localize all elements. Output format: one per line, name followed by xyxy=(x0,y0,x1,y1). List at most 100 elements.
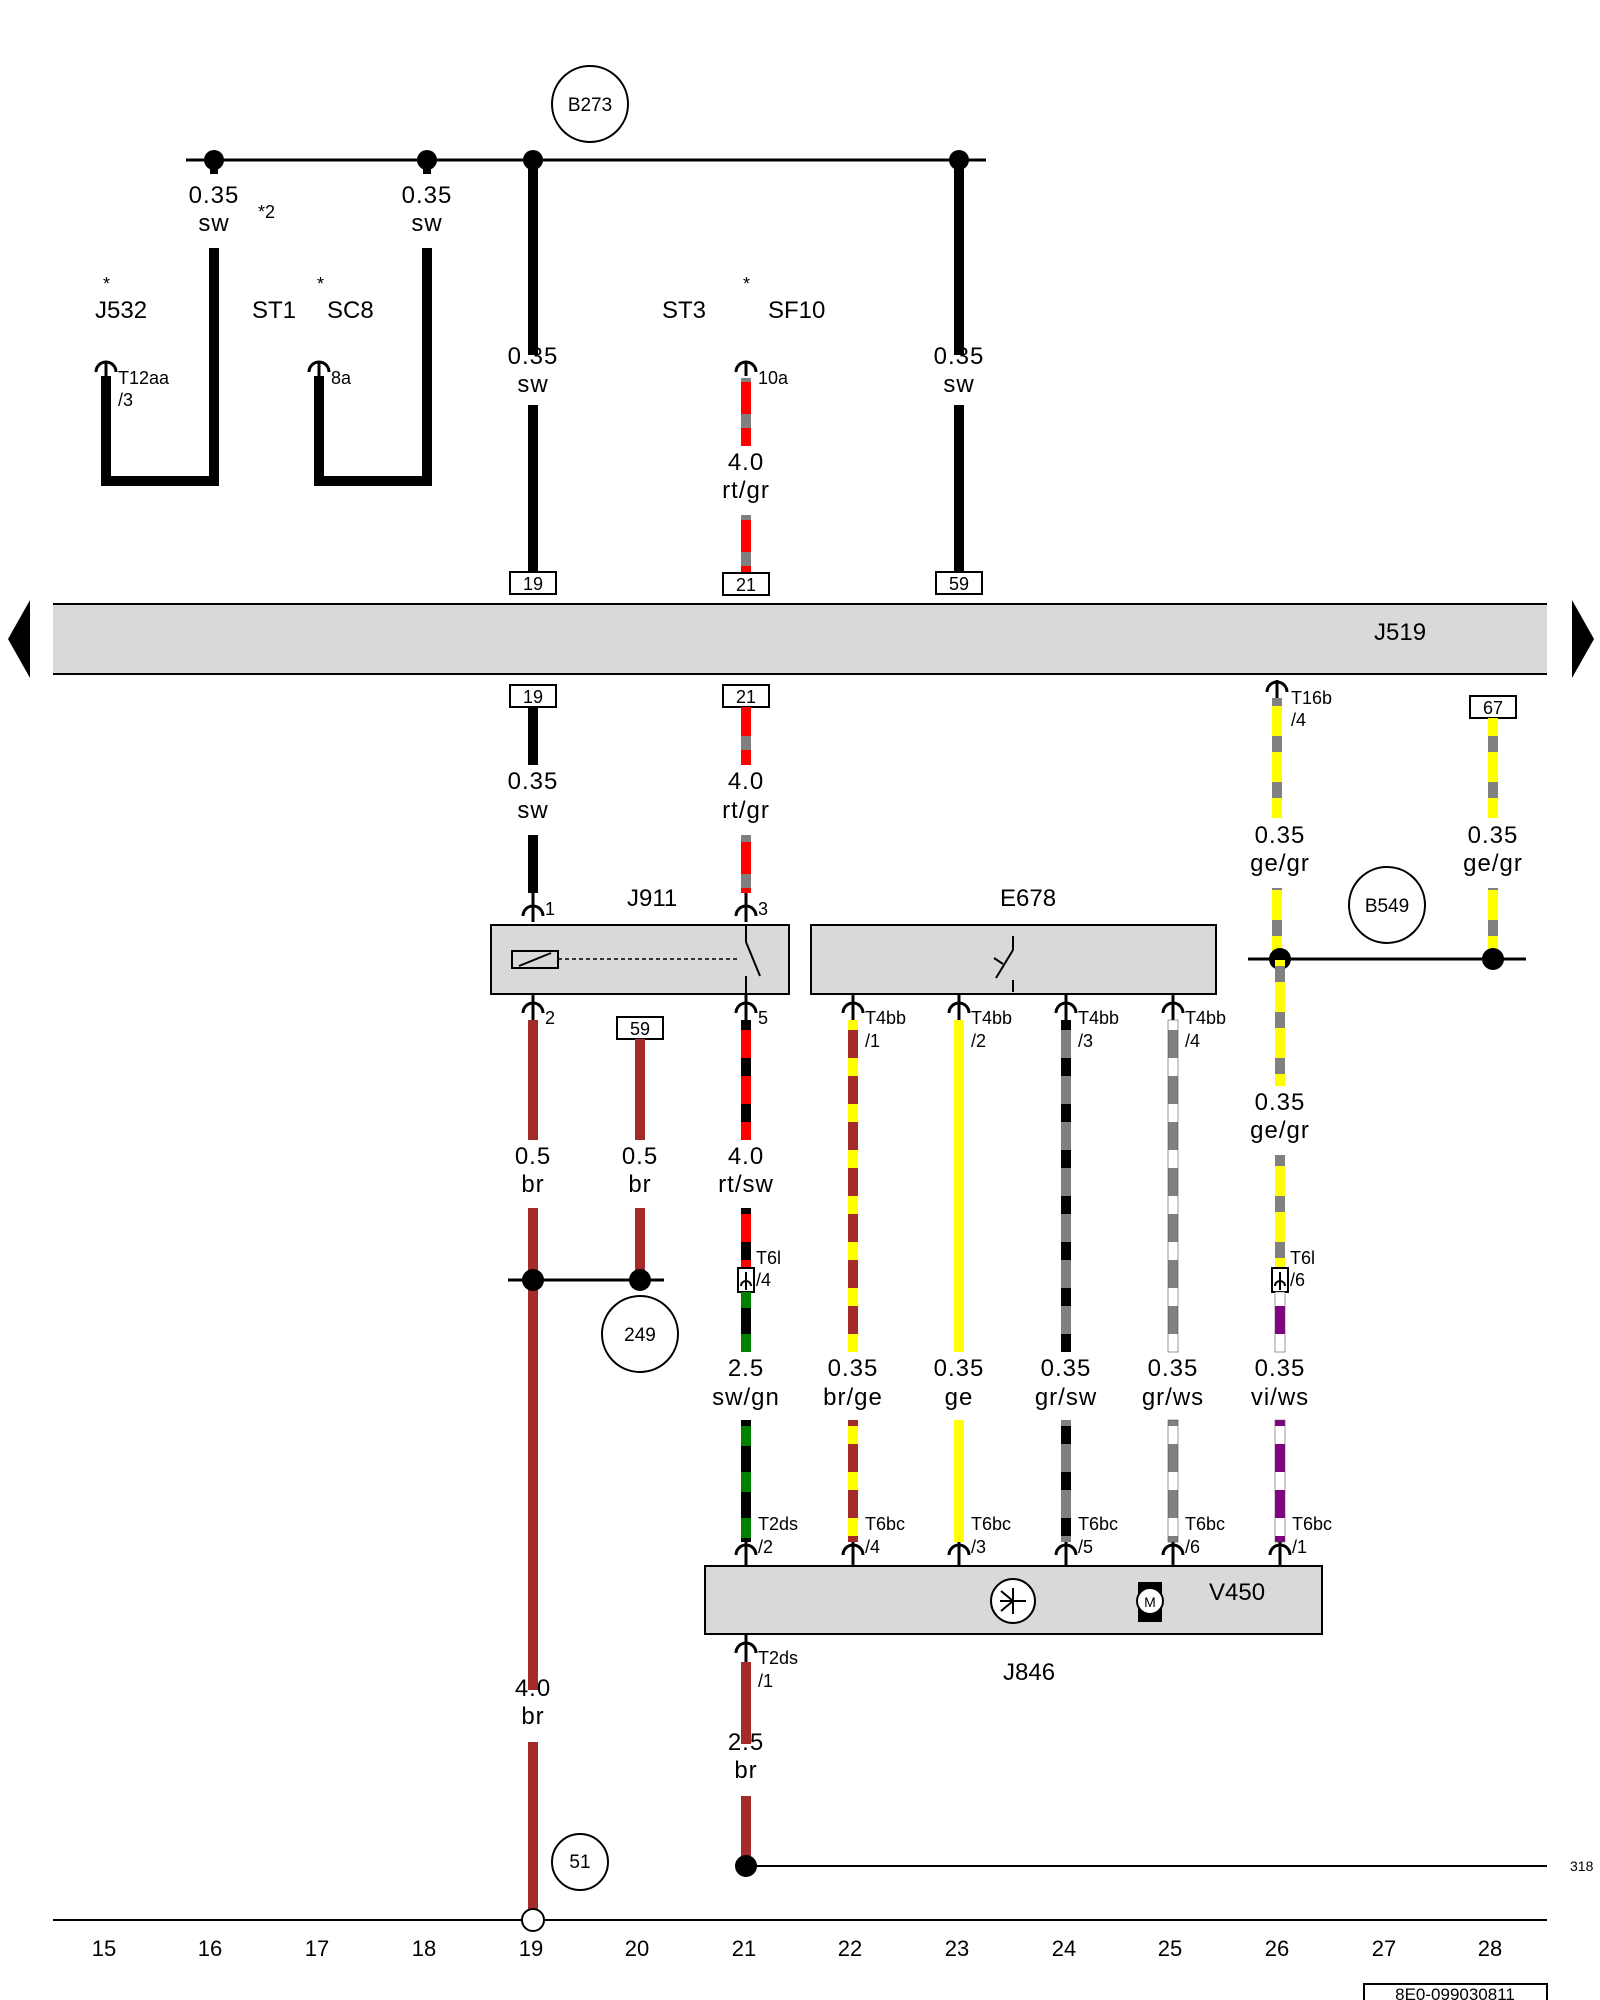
wire-color-code: ge/gr xyxy=(1250,1117,1310,1144)
relay-switch-icon xyxy=(745,925,761,994)
wire-br xyxy=(635,1208,645,1280)
wire-color-code: ge xyxy=(945,1384,974,1411)
column-number: 17 xyxy=(305,1936,329,1961)
connector-symbol xyxy=(521,994,758,1020)
pin-label: /6 xyxy=(1290,1270,1305,1290)
connector-symbol xyxy=(521,893,758,922)
wire-color-code: gr/ws xyxy=(1142,1384,1204,1411)
wire-br xyxy=(528,1208,538,1690)
wire-color-code: sw xyxy=(517,797,548,824)
wire-gauge: 0.35 xyxy=(1255,822,1306,849)
connector-symbol xyxy=(734,1634,758,1662)
pin-label: /4 xyxy=(1291,710,1306,730)
wire-rt-gr xyxy=(741,707,751,765)
connection-point-circle xyxy=(551,65,629,143)
wire-color-code: rt/gr xyxy=(722,797,770,824)
wire-color-code: sw xyxy=(517,371,548,398)
wire-sw-gn xyxy=(741,1420,751,1542)
wire-gauge: 0.5 xyxy=(622,1143,658,1170)
terminal-19: 19 xyxy=(523,687,543,707)
wire-gauge: 0.35 xyxy=(402,182,453,209)
pin-label: 5 xyxy=(758,1008,768,1028)
pin-label: 2 xyxy=(545,1008,555,1028)
motor-icon: M xyxy=(1136,1582,1164,1622)
component-j532: J532 xyxy=(95,297,147,324)
wire-vi-ws xyxy=(1274,1419,1286,1543)
terminal-box xyxy=(722,572,770,596)
connector-symbol xyxy=(734,1542,1292,1566)
column-number: 20 xyxy=(625,1936,649,1961)
pin-label: 3 xyxy=(758,899,768,919)
pin-label: T6bc xyxy=(865,1514,905,1534)
connection-point-circle xyxy=(601,1295,679,1373)
wire-gauge: 2.5 xyxy=(728,1729,764,1756)
wire-gauge: 4.0 xyxy=(728,1143,764,1170)
column-number: 16 xyxy=(198,1936,222,1961)
pin-label: T4bb xyxy=(1185,1008,1226,1028)
pin-label: T12aa xyxy=(118,368,170,388)
wire-color-code: br xyxy=(521,1171,544,1198)
pin-label: T6bc xyxy=(971,1514,1011,1534)
wire-gauge: 0.35 xyxy=(828,1355,879,1382)
component-j911: J911 xyxy=(627,885,677,912)
wire-color-code: ge/gr xyxy=(1250,850,1310,877)
wire-gauge: 0.5 xyxy=(515,1143,551,1170)
pin-label: /2 xyxy=(758,1537,773,1557)
sensor-icon xyxy=(990,1578,1036,1624)
wire-sw xyxy=(528,160,538,355)
wire-gr-ws xyxy=(1167,1019,1179,1353)
continuation-ref: 318 xyxy=(1570,1858,1594,1874)
pin-label: 8a xyxy=(331,368,352,388)
connection-b549: B549 xyxy=(1365,896,1409,917)
j911-relay xyxy=(490,924,790,995)
wire-gr-sw xyxy=(1061,1420,1071,1542)
wire-gauge: 0.35 xyxy=(508,343,559,370)
pin-label: T6bc xyxy=(1292,1514,1332,1534)
wire-rt-gr xyxy=(741,515,751,580)
terminal-59: 59 xyxy=(949,574,969,594)
column-number: 18 xyxy=(412,1936,436,1961)
connection-249: 249 xyxy=(624,1325,656,1346)
connector-symbol xyxy=(94,360,758,376)
wire-br xyxy=(528,1742,538,1914)
pin-label: T6bc xyxy=(1185,1514,1225,1534)
wire-gr-sw xyxy=(1061,1020,1071,1352)
wire-rt-sw xyxy=(741,1020,751,1140)
wire-ge-gr xyxy=(1272,698,1282,818)
ground-terminal xyxy=(521,1908,545,1932)
column-number: 24 xyxy=(1052,1936,1076,1961)
wire-color-code: vi/ws xyxy=(1251,1384,1309,1411)
connector-symbol xyxy=(1265,680,1289,698)
wire-gauge: 0.35 xyxy=(1148,1355,1199,1382)
wire-gauge: 4.0 xyxy=(728,449,764,476)
component-v450: V450 xyxy=(1209,1579,1265,1606)
column-number: 15 xyxy=(92,1936,116,1961)
pin-label: T4bb xyxy=(865,1008,906,1028)
pin-label: /3 xyxy=(1078,1031,1093,1051)
wire-ge xyxy=(954,1420,964,1542)
wire-br-ge xyxy=(848,1420,858,1542)
wire-color-code: br xyxy=(734,1757,757,1784)
relay-coil-icon xyxy=(518,952,552,967)
terminal-21: 21 xyxy=(736,687,756,707)
terminal-59: 59 xyxy=(630,1019,650,1039)
junction-node xyxy=(1269,948,1291,970)
column-numbers: 15 16 17 18 19 20 21 22 23 24 25 26 27 2… xyxy=(92,1936,1502,1961)
wire-loop-j532 xyxy=(101,248,432,486)
column-number: 28 xyxy=(1478,1936,1502,1961)
pin-label: /4 xyxy=(756,1270,771,1290)
column-number: 26 xyxy=(1265,1936,1289,1961)
wire-sw xyxy=(954,405,964,580)
wire-ge-gr xyxy=(1488,718,1498,818)
pin-label: /4 xyxy=(865,1537,880,1557)
wire-gauge: 4.0 xyxy=(515,1675,551,1702)
wire-br-ge xyxy=(848,1020,858,1352)
connection-51: 51 xyxy=(569,1852,590,1873)
wire-gauge: 0.35 xyxy=(934,343,985,370)
switch-icon xyxy=(993,936,1014,992)
star-marker: * xyxy=(317,274,324,294)
footer-code-box xyxy=(1363,1983,1548,2000)
pin-label: /1 xyxy=(758,1671,773,1691)
wire-br xyxy=(528,1020,538,1140)
